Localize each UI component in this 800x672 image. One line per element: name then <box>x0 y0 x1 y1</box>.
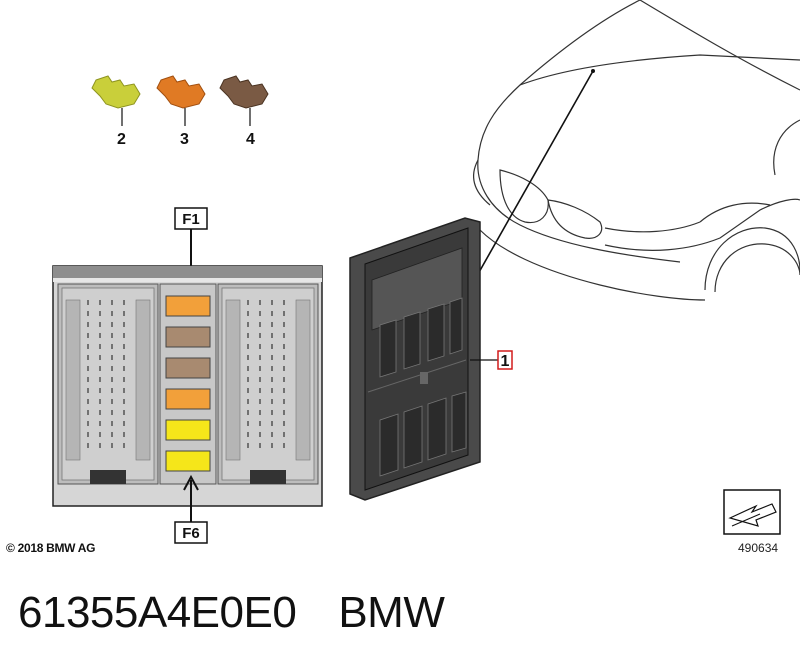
fuse-slot <box>165 450 211 472</box>
copyright-text: © 2018 BMW AG <box>6 541 96 555</box>
callout-box <box>497 350 513 370</box>
right-connector <box>217 283 319 485</box>
fuse-panel-detail <box>52 265 323 507</box>
car-outline <box>472 0 800 301</box>
caption: 61355A4E0E0 BMW <box>18 588 445 638</box>
fuse-icon-yellow <box>91 75 141 109</box>
fuse-icon-orange <box>156 75 206 109</box>
fuse-slot <box>165 326 211 348</box>
svg-text:F1: F1 <box>182 211 200 228</box>
module-connectors-bottom <box>379 391 467 477</box>
fuse-type-number: 2 <box>117 131 126 148</box>
fuse-slot <box>165 295 211 317</box>
fuse-slots <box>165 295 211 472</box>
control-module <box>349 217 481 501</box>
fuse-type-icons: 2 3 4 <box>91 75 269 148</box>
module-connectors-top <box>379 297 463 378</box>
label-f6: F6 <box>174 474 208 544</box>
fuse-type-number: 3 <box>180 131 189 148</box>
svg-text:1: 1 <box>501 353 510 370</box>
callout-1: 1 <box>470 350 513 370</box>
reference-arrow-icon <box>723 489 781 535</box>
fuse-icon-brown <box>219 75 269 109</box>
leader-line <box>477 70 594 275</box>
left-connector <box>57 283 159 485</box>
reference-number: 490634 <box>738 541 779 555</box>
fuse-slot <box>165 357 211 379</box>
svg-text:F6: F6 <box>182 525 200 542</box>
fuse-slot <box>165 419 211 441</box>
part-number: 61355A4E0E0 <box>18 588 297 637</box>
fuse-slot <box>165 388 211 410</box>
brand-name: BMW <box>338 588 445 637</box>
fuse-type-number: 4 <box>246 131 255 148</box>
